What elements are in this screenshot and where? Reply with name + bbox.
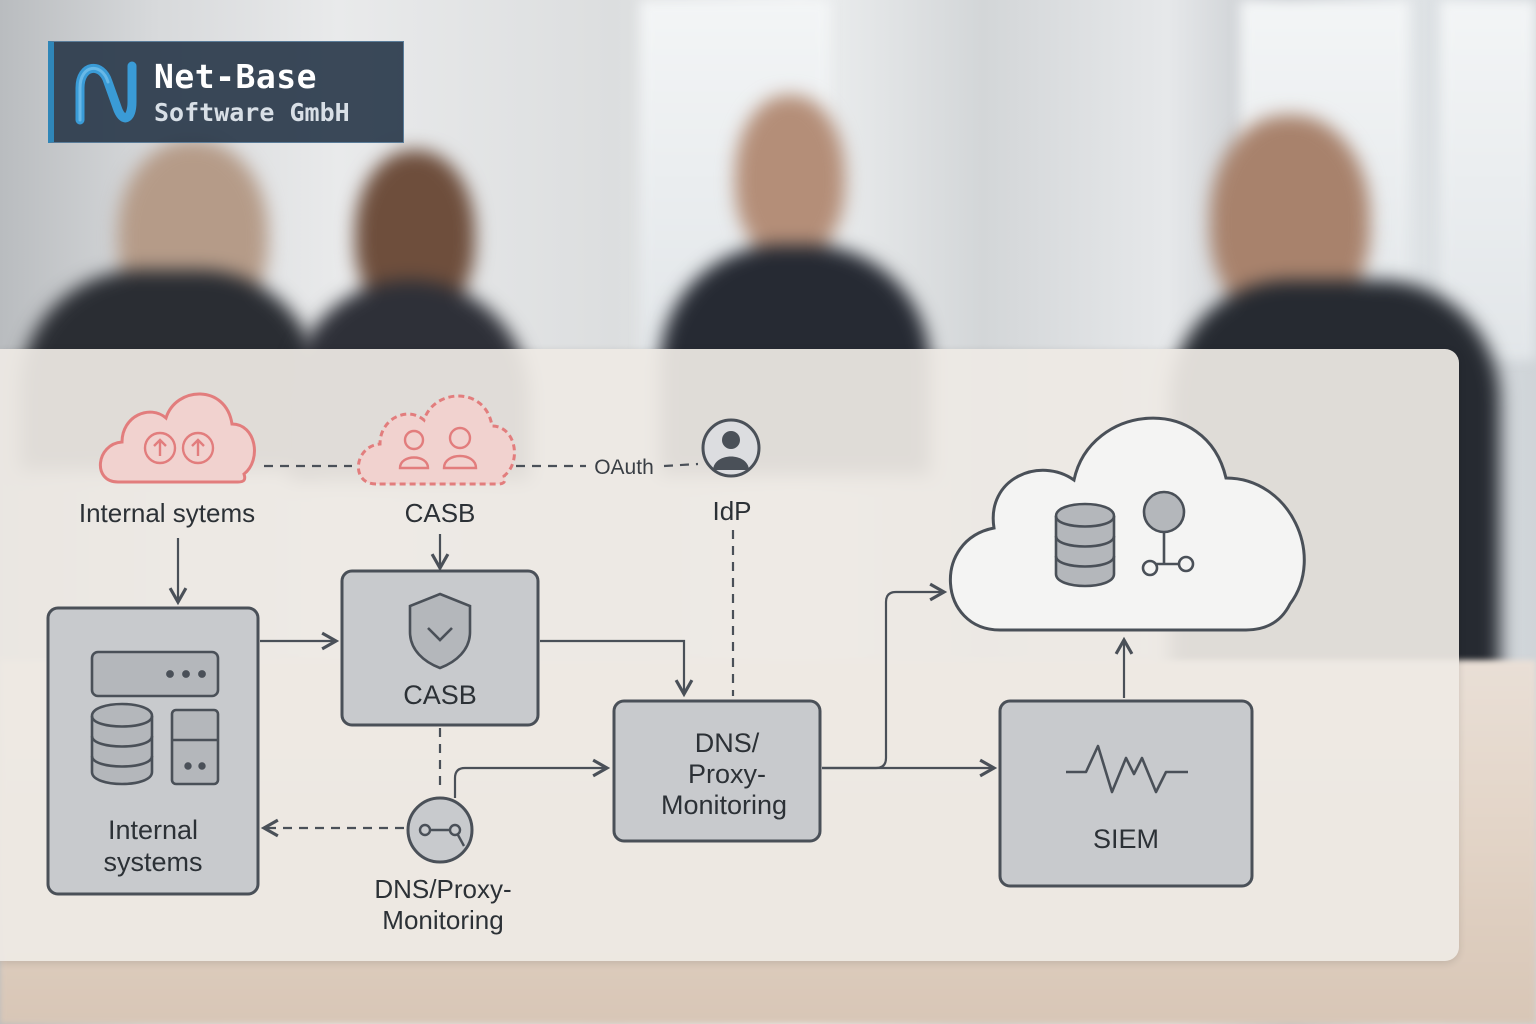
server-database-icon [90, 650, 220, 786]
database-tree-icon [1054, 490, 1195, 588]
connectors [168, 462, 1134, 838]
edge-oauth-to-idp [663, 462, 699, 468]
network-node-icon[interactable] [406, 796, 474, 864]
label-internal-line2: systems [103, 847, 203, 877]
shield-icon [408, 592, 472, 670]
cloud-users-icon [357, 394, 516, 486]
brand-logo: Net-Base Software GmbH [48, 41, 404, 143]
label-dnsbox-line2: Proxy- [687, 759, 766, 789]
casb-box[interactable] [340, 569, 540, 727]
label-oauth: OAuth [594, 456, 654, 479]
label-casb-box: CASB [403, 680, 477, 710]
edge-dnsnode-to-dns [453, 758, 611, 798]
label-dnsnode-line1: DNS/Proxy- [374, 874, 512, 904]
edge-casb-to-dns [540, 639, 694, 698]
label-casb-cloud: CASB [404, 498, 476, 528]
brand-name: Net-Base [154, 57, 317, 96]
siem-box[interactable] [998, 699, 1254, 888]
label-internal-line1: Internal [107, 815, 199, 845]
heartbeat-icon [1066, 744, 1188, 794]
label-dnsbox-line3: Monitoring [660, 790, 788, 820]
dns-proxy-box[interactable] [612, 699, 822, 843]
internal-systems-box[interactable] [46, 606, 260, 896]
brand-subtitle: Software GmbH [154, 98, 350, 127]
user-circle-icon [701, 418, 761, 478]
edge-dns-to-cloud [822, 582, 948, 770]
label-dnsbox-line1: DNS/ [694, 728, 760, 758]
label-dnsnode-line2: Monitoring [382, 905, 504, 935]
net-base-logo-icon [75, 61, 137, 125]
label-siem: SIEM [1092, 824, 1159, 854]
label-idp: IdP [712, 496, 752, 526]
cloud-upload-icon [99, 392, 256, 484]
big-cloud[interactable] [948, 416, 1306, 632]
label-internal-cloud: Internal sytems [78, 498, 256, 528]
